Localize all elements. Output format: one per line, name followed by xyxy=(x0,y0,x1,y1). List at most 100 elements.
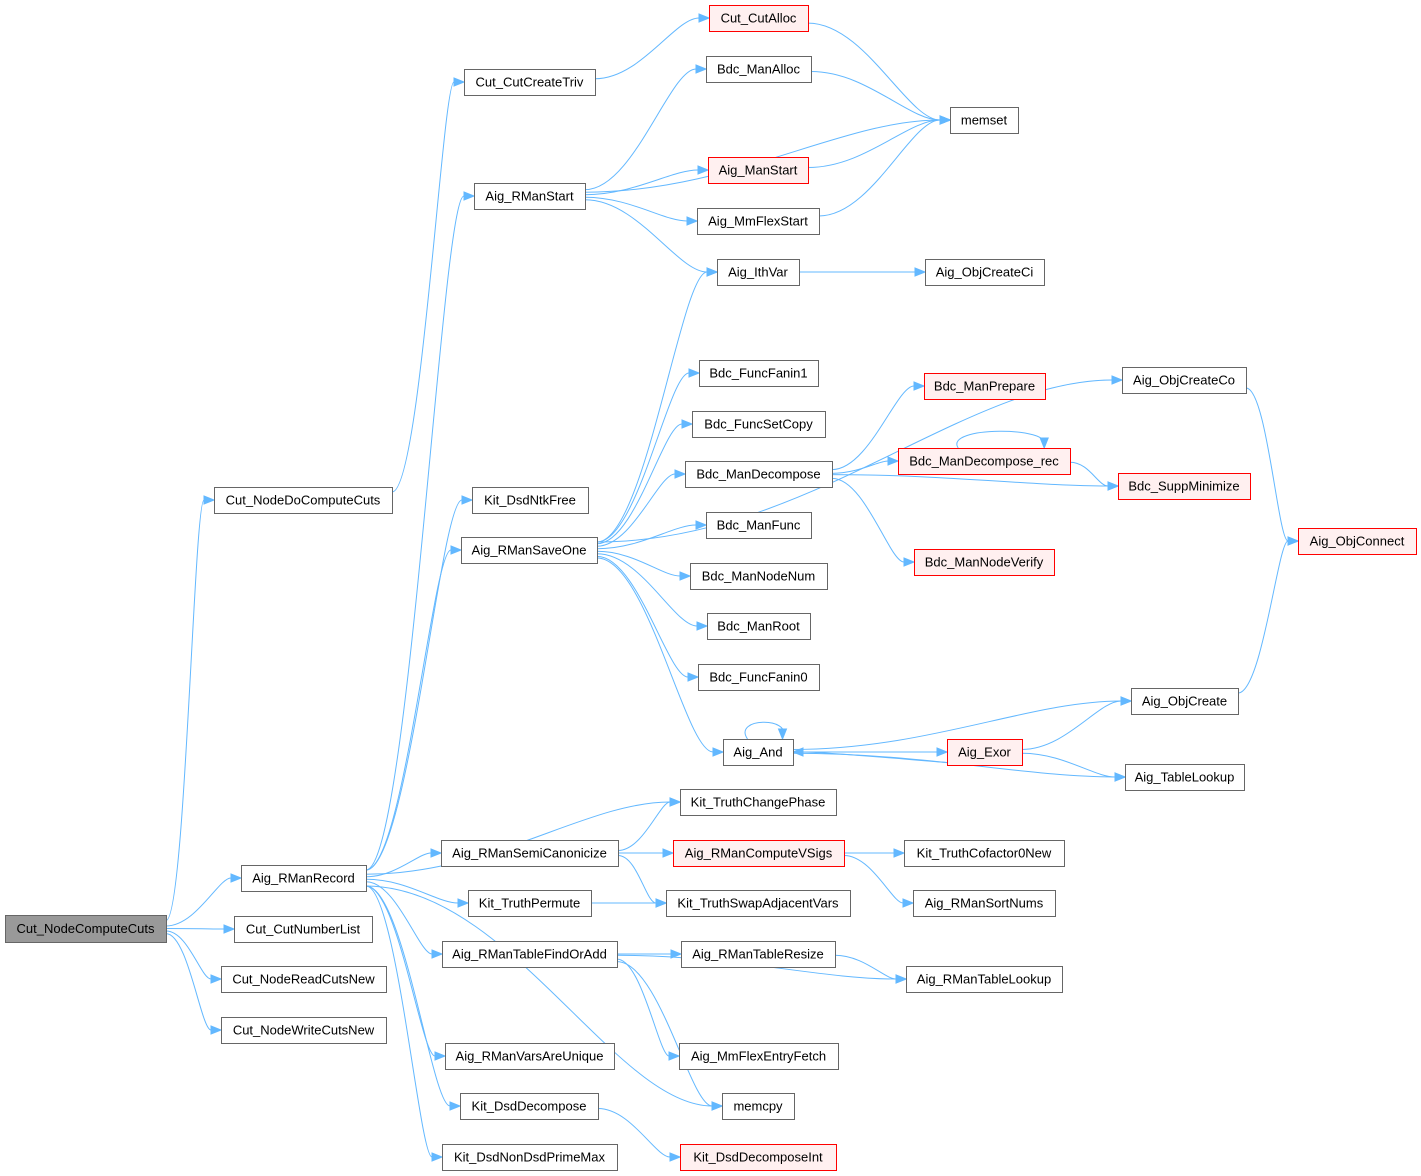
node-box xyxy=(722,1093,795,1120)
node-box xyxy=(234,916,373,943)
node-aig-rmantablelookup[interactable]: Aig_RManTableLookup xyxy=(906,966,1063,993)
node-aig-manstart[interactable]: Aig_ManStart xyxy=(708,157,809,184)
edge-cut-nodecomputecuts-to-aig-rmanrecord xyxy=(165,877,232,927)
edge-aig-exor-to-aig-tablelookup-arrowhead xyxy=(1114,772,1127,782)
node-box xyxy=(5,915,167,943)
node-box xyxy=(685,461,833,488)
node-aig-mmflexentryfetch[interactable]: Aig_MmFlexEntryFetch xyxy=(679,1043,839,1070)
node-label: Bdc_ManAlloc xyxy=(717,62,801,77)
node-bdc-mandecompose-rec[interactable]: Bdc_ManDecompose_rec xyxy=(898,448,1071,475)
node-aig-rmanrecord[interactable]: Aig_RManRecord xyxy=(241,865,367,892)
node-bdc-mannodenum[interactable]: Bdc_ManNodeNum xyxy=(690,563,828,590)
edge-aig-objcreate-to-aig-objconnect xyxy=(1237,540,1289,694)
node-label: Kit_DsdDecomposeInt xyxy=(693,1150,823,1165)
node-box xyxy=(464,69,596,96)
node-aig-rmantableresize[interactable]: Aig_RManTableResize xyxy=(681,941,836,968)
node-bdc-mandecompose[interactable]: Bdc_ManDecompose xyxy=(685,461,833,488)
node-aig-rmansortnums[interactable]: Aig_RManSortNums xyxy=(913,890,1056,917)
node-box xyxy=(707,613,811,640)
node-aig-exor[interactable]: Aig_Exor xyxy=(947,739,1023,766)
edge-cut-cutcreatetriv-to-cut-cutalloc xyxy=(594,17,700,80)
node-kit-truthpermute[interactable]: Kit_TruthPermute xyxy=(468,890,592,917)
node-kit-truthswapadjacentvars[interactable]: Kit_TruthSwapAdjacentVars xyxy=(666,890,851,917)
node-label: Aig_ManStart xyxy=(719,163,798,178)
node-bdc-funcsetcopy[interactable]: Bdc_FuncSetCopy xyxy=(692,411,826,438)
node-kit-truthchangephase[interactable]: Kit_TruthChangePhase xyxy=(680,789,837,816)
node-label: Aig_ObjCreate xyxy=(1142,694,1227,709)
edge-bdc-mandecompose-rec-to-bdc-mandecompose-rec xyxy=(956,430,1045,449)
node-aig-objcreateco[interactable]: Aig_ObjCreateCo xyxy=(1122,367,1247,394)
node-box xyxy=(679,1043,839,1070)
edge-aig-rmanrecord-to-aig-rmansaveone-arrowhead xyxy=(450,545,463,555)
edge-aig-rmansemicanonicize-to-aig-rmancomputevsigs-arrowhead xyxy=(662,848,675,858)
node-kit-dsdntkfree[interactable]: Kit_DsdNtkFree xyxy=(472,487,589,514)
node-bdc-manprepare[interactable]: Bdc_ManPrepare xyxy=(924,373,1046,400)
node-box xyxy=(913,890,1056,917)
edge-aig-rmansaveone-to-aig-ithvar-arrowhead xyxy=(706,267,719,277)
node-cut-cutnumberlist[interactable]: Cut_CutNumberList xyxy=(234,916,373,943)
node-label: Bdc_FuncFanin1 xyxy=(709,366,807,381)
node-cut-cutalloc[interactable]: Cut_CutAlloc xyxy=(709,5,809,32)
node-aig-mmflexstart[interactable]: Aig_MmFlexStart xyxy=(697,208,820,235)
edges-layer xyxy=(165,13,1300,1162)
edge-bdc-mandecompose-to-bdc-mannodeverify-arrowhead xyxy=(903,557,916,567)
node-bdc-funcfanin0[interactable]: Bdc_FuncFanin0 xyxy=(698,664,820,691)
node-box xyxy=(460,1093,599,1120)
node-aig-rmansemicanonicize[interactable]: Aig_RManSemiCanonicize xyxy=(441,840,619,867)
node-box xyxy=(924,373,1046,400)
node-kit-dsddecompose[interactable]: Kit_DsdDecompose xyxy=(460,1093,599,1120)
node-label: memcpy xyxy=(733,1099,783,1114)
edge-cut-nodedocomputecuts-to-cut-cutcreatetriv-arrowhead xyxy=(453,77,466,87)
node-label: Aig_RManComputeVSigs xyxy=(685,846,833,861)
node-label: Aig_RManStart xyxy=(485,189,574,204)
node-aig-tablelookup[interactable]: Aig_TableLookup xyxy=(1125,764,1245,791)
node-cut-nodewritecutsnew[interactable]: Cut_NodeWriteCutsNew xyxy=(221,1017,387,1044)
node-memcpy[interactable]: memcpy xyxy=(722,1093,795,1120)
node-bdc-manalloc[interactable]: Bdc_ManAlloc xyxy=(706,56,812,83)
edge-aig-and-to-aig-and-arrowhead xyxy=(777,728,788,741)
node-box xyxy=(221,966,387,993)
node-cut-cutcreatetriv[interactable]: Cut_CutCreateTriv xyxy=(464,69,596,96)
node-box xyxy=(680,1144,837,1171)
node-aig-rmantablefindoradd[interactable]: Aig_RManTableFindOrAdd xyxy=(442,941,618,968)
node-aig-objcreateci[interactable]: Aig_ObjCreateCi xyxy=(925,259,1045,286)
node-bdc-funcfanin1[interactable]: Bdc_FuncFanin1 xyxy=(699,360,819,387)
node-aig-rmanvarsareunique[interactable]: Aig_RManVarsAreUnique xyxy=(445,1043,615,1070)
node-aig-rmancomputevsigs[interactable]: Aig_RManComputeVSigs xyxy=(673,840,845,867)
edge-aig-rmanstart-to-aig-mmflexstart-arrowhead xyxy=(686,216,699,226)
edge-aig-rmanstart-to-aig-ithvar xyxy=(584,199,708,273)
node-aig-rmansaveone[interactable]: Aig_RManSaveOne xyxy=(461,537,598,564)
node-label: Aig_RManSaveOne xyxy=(472,543,587,558)
node-label: Kit_DsdDecompose xyxy=(472,1099,587,1114)
node-box xyxy=(221,1017,387,1044)
node-kit-dsdnondsdprimemax[interactable]: Kit_DsdNonDsdPrimeMax xyxy=(442,1144,618,1171)
node-label: Bdc_SuppMinimize xyxy=(1128,479,1239,494)
node-bdc-mannodeverify[interactable]: Bdc_ManNodeVerify xyxy=(914,549,1055,576)
edge-aig-rmanrecord-to-kit-dsdntkfree xyxy=(365,499,463,871)
edge-aig-rmanrecord-to-kit-dsdnondsdprimemax xyxy=(365,885,433,1158)
node-cut-nodecomputecuts[interactable]: Cut_NodeComputeCuts xyxy=(5,915,167,943)
node-cut-nodedocomputecuts[interactable]: Cut_NodeDoComputeCuts xyxy=(214,487,393,514)
edge-aig-rmanrecord-to-kit-truthpermute-arrowhead xyxy=(457,898,470,908)
node-bdc-manfunc[interactable]: Bdc_ManFunc xyxy=(706,512,812,539)
node-label: Kit_DsdNonDsdPrimeMax xyxy=(454,1150,605,1165)
node-aig-ithvar[interactable]: Aig_IthVar xyxy=(717,259,800,286)
edge-aig-rmanrecord-to-aig-rmansemicanonicize-arrowhead xyxy=(430,848,443,858)
node-aig-objconnect[interactable]: Aig_ObjConnect xyxy=(1298,528,1417,555)
edge-aig-rmansaveone-to-bdc-funcfanin1 xyxy=(596,372,690,543)
node-memset[interactable]: memset xyxy=(950,107,1019,134)
edge-aig-exor-to-aig-tablelookup xyxy=(1021,752,1116,778)
node-label: Bdc_ManFunc xyxy=(717,518,801,533)
node-aig-rmanstart[interactable]: Aig_RManStart xyxy=(474,183,586,210)
node-bdc-manroot[interactable]: Bdc_ManRoot xyxy=(707,613,811,640)
edge-aig-rmanstart-to-aig-manstart xyxy=(584,169,699,196)
node-aig-objcreate[interactable]: Aig_ObjCreate xyxy=(1131,688,1239,715)
node-kit-truthcofactor0new[interactable]: Kit_TruthCofactor0New xyxy=(904,840,1065,867)
node-box xyxy=(690,563,828,590)
node-cut-nodereadcutsnew[interactable]: Cut_NodeReadCutsNew xyxy=(221,966,387,993)
node-kit-dsddecomposeint[interactable]: Kit_DsdDecomposeInt xyxy=(680,1144,837,1171)
node-aig-and[interactable]: Aig_And xyxy=(723,739,794,766)
edge-cut-nodecomputecuts-to-cut-nodedocomputecuts xyxy=(165,499,205,921)
node-bdc-suppminimize[interactable]: Bdc_SuppMinimize xyxy=(1118,473,1251,500)
edge-cut-nodecomputecuts-to-cut-nodedocomputecuts-arrowhead xyxy=(203,495,216,505)
